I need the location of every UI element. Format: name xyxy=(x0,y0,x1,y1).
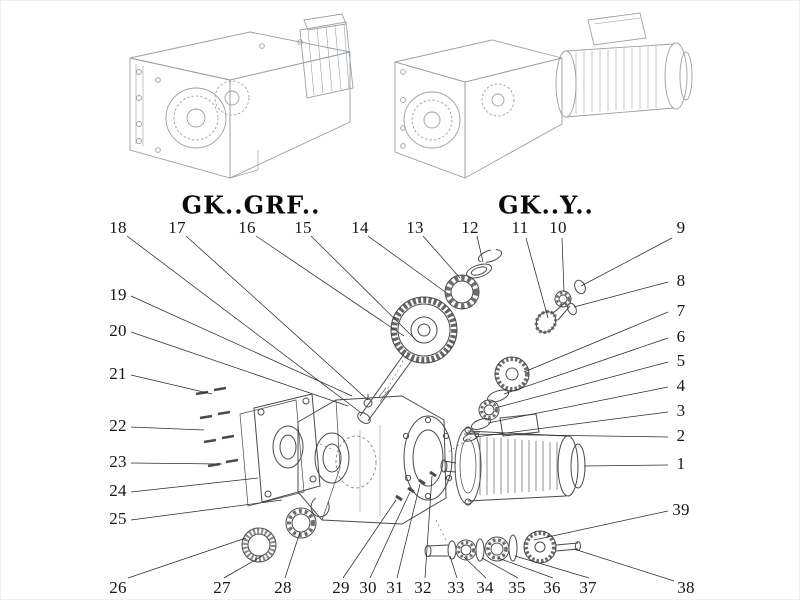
callout-19: 19 xyxy=(109,285,127,304)
gearbox-grf-drawing xyxy=(129,13,354,179)
alignment-dashed-lines xyxy=(319,351,481,541)
callout-32: 32 xyxy=(414,578,432,597)
motor-drawing xyxy=(440,413,586,506)
ring-bearing-group xyxy=(241,497,330,563)
callout-1: 1 xyxy=(676,454,686,473)
callout-23: 23 xyxy=(109,452,127,471)
variant-label-gk-y: GK..Y.. xyxy=(498,190,594,220)
input-pinion-cluster xyxy=(462,279,586,442)
callout-6: 6 xyxy=(676,327,686,346)
callout-38: 38 xyxy=(677,578,695,597)
callout-15: 15 xyxy=(294,218,312,237)
callout-35: 35 xyxy=(508,578,526,597)
callout-5: 5 xyxy=(676,351,686,370)
callout-7: 7 xyxy=(676,301,686,320)
callout-31: 31 xyxy=(386,578,404,597)
callout-22: 22 xyxy=(109,416,127,435)
callout-3: 3 xyxy=(676,401,686,420)
callout-27: 27 xyxy=(213,578,231,597)
callout-20: 20 xyxy=(109,321,127,340)
callout-37: 37 xyxy=(579,578,597,597)
callout-16: 16 xyxy=(238,218,256,237)
callout-11: 11 xyxy=(511,218,529,237)
callout-30: 30 xyxy=(359,578,377,597)
callout-24: 24 xyxy=(109,481,127,500)
callout-10: 10 xyxy=(549,218,567,237)
main-gear-cluster xyxy=(357,249,503,424)
callout-13: 13 xyxy=(406,218,424,237)
callout-14: 14 xyxy=(351,218,369,237)
housing-drawing xyxy=(297,394,453,525)
callout-25: 25 xyxy=(109,509,127,528)
callout-4: 4 xyxy=(676,376,686,395)
leader-lines xyxy=(126,235,675,582)
callout-39: 39 xyxy=(672,500,690,519)
callout-18: 18 xyxy=(109,218,127,237)
cover-plate-group xyxy=(195,386,321,507)
callout-34: 34 xyxy=(476,578,494,597)
callout-28: 28 xyxy=(274,578,292,597)
output-shaft-assembly xyxy=(424,530,581,564)
callout-12: 12 xyxy=(461,218,479,237)
callout-21: 21 xyxy=(109,364,127,383)
callout-9: 9 xyxy=(676,218,686,237)
callout-17: 17 xyxy=(168,218,186,237)
callout-2: 2 xyxy=(676,426,686,445)
gearbox-y-drawing xyxy=(394,12,693,179)
variant-label-gk-grf: GK..GRF.. xyxy=(181,190,321,220)
callout-26: 26 xyxy=(109,578,127,597)
callout-29: 29 xyxy=(332,578,350,597)
callout-8: 8 xyxy=(676,271,686,290)
callout-36: 36 xyxy=(543,578,561,597)
callout-33: 33 xyxy=(447,578,465,597)
